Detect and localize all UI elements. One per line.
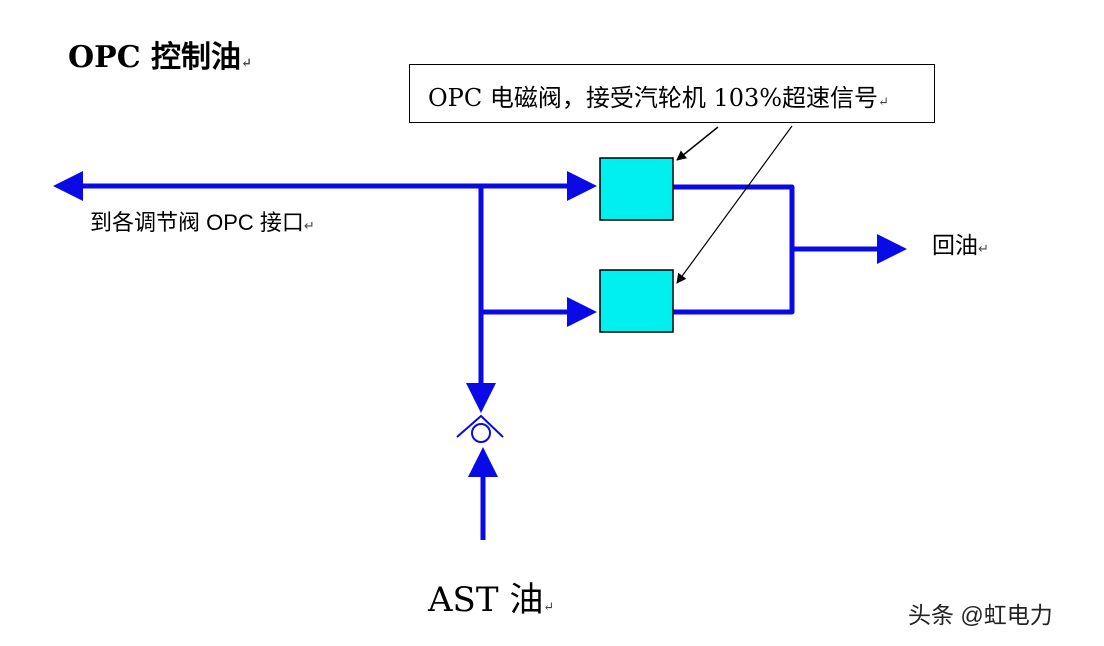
valve-interface-label: 到各调节阀 OPC 接口↵ (90, 210, 315, 235)
watermark: 头条 @虹电力 (908, 602, 1053, 628)
opc-solenoid-valve-1 (599, 157, 674, 221)
ast-oil-label: AST 油↵ (428, 580, 555, 620)
signal-label: OPC 电磁阀，接受汽轮机 103%超速信号↵ (428, 84, 889, 112)
check-valve-icon (456, 414, 504, 443)
signal-arrow-1 (676, 126, 719, 161)
opc-solenoid-valve-2 (599, 269, 674, 333)
pipe-return (673, 184, 795, 315)
return-oil-label: 回油↵ (932, 232, 989, 258)
signal-arrow-2 (676, 125, 793, 284)
diagram-title: OPC 控制油↵ (68, 40, 252, 75)
signal-label-box (409, 64, 935, 123)
